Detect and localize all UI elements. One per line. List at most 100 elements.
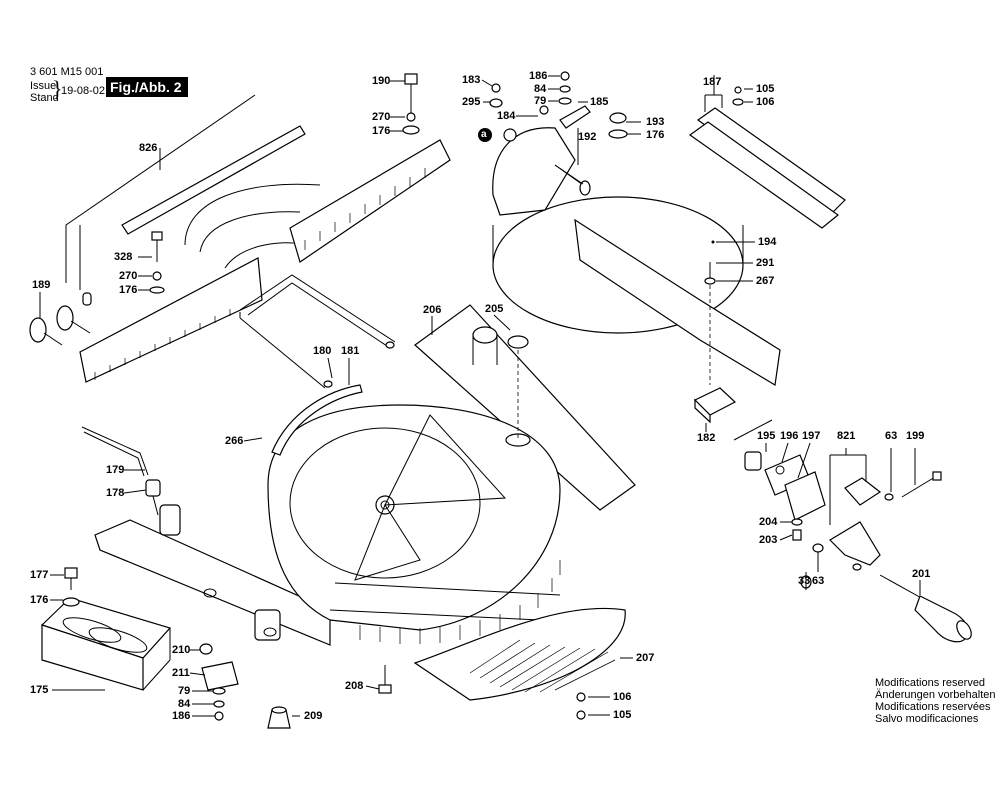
knob-201 [879, 574, 972, 643]
stand-label: Stand [30, 92, 59, 104]
fence-right [289, 139, 451, 263]
label-33: 33 [798, 575, 811, 587]
label-106-top: 106 [756, 96, 775, 108]
label-197: 197 [802, 430, 821, 442]
note-fr: Modifications reservées [875, 701, 991, 713]
label-267: 267 [756, 275, 775, 287]
label-270-upper: 270 [372, 111, 391, 123]
label-176-upper: 176 [372, 125, 391, 137]
nut-209 [267, 706, 291, 729]
label-192: 192 [578, 131, 597, 143]
guard-181 [271, 384, 363, 456]
extension-175 [40, 597, 172, 691]
label-201: 201 [912, 568, 931, 580]
screw-177 [62, 567, 80, 607]
hardware-105-106 [732, 86, 744, 106]
insert-207 [413, 607, 626, 720]
screw-328 [149, 231, 165, 294]
label-211: 211 [172, 667, 190, 679]
knob-189 [29, 292, 92, 346]
hardware-193 [608, 112, 628, 139]
screw-199 [901, 471, 942, 498]
label-79-top: 79 [534, 95, 547, 107]
label-207: 207 [636, 652, 655, 664]
label-328: 328 [114, 251, 133, 263]
label-821: 821 [837, 430, 856, 442]
leader-lines [39, 75, 921, 717]
label-105-top: 105 [756, 83, 775, 95]
hardware-186 [558, 71, 591, 129]
label-195: 195 [757, 430, 776, 442]
label-105-lower: 105 [613, 709, 632, 721]
label-205: 205 [485, 303, 504, 315]
label-186-lower: 186 [172, 710, 191, 722]
figure-label: Fig./Abb. 2 [106, 77, 188, 97]
label-203: 203 [759, 534, 778, 546]
label-181: 181 [341, 345, 360, 357]
label-182: 182 [697, 432, 716, 444]
note-en: Modifications reserved [875, 677, 986, 689]
hardware-210 [199, 643, 239, 721]
label-180: 180 [313, 345, 332, 357]
label-176-left: 176 [119, 284, 138, 296]
label-266: 266 [225, 435, 244, 447]
label-176-lower: 176 [30, 594, 49, 606]
label-a: a [481, 129, 487, 140]
label-210: 210 [172, 644, 191, 656]
label-291: 291 [756, 257, 775, 269]
lock-195 [744, 451, 762, 471]
modification-notes: Modifications reserved Änderungen vorbeh… [875, 677, 995, 725]
label-826: 826 [139, 142, 158, 154]
label-270-left: 270 [119, 270, 138, 282]
issue-date: 19-08-02 [61, 85, 106, 97]
label-179: 179 [106, 464, 125, 476]
slide-rail [688, 94, 846, 229]
label-177: 177 [30, 569, 49, 581]
label-106-lower: 106 [613, 691, 632, 703]
hardware-203-204 [791, 518, 862, 589]
marker-a-dot [478, 128, 492, 142]
hardware-183 [489, 83, 503, 108]
screw-208 [378, 665, 392, 694]
label-204: 204 [759, 516, 778, 528]
label-199: 199 [906, 430, 925, 442]
label-193: 193 [646, 116, 665, 128]
note-es: Salvo modificaciones [875, 713, 979, 725]
label-63-right: 63 [885, 430, 898, 442]
label-185: 185 [590, 96, 609, 108]
label-84-top: 84 [534, 83, 547, 95]
screw-190 [402, 73, 420, 135]
label-84-lower: 84 [178, 698, 191, 710]
label-175: 175 [30, 684, 49, 696]
label-194: 194 [758, 236, 777, 248]
label-176-right: 176 [646, 129, 665, 141]
foot-182 [693, 387, 737, 424]
label-178: 178 [106, 487, 125, 499]
label-196: 196 [780, 430, 799, 442]
issue-label: Issue [30, 80, 57, 92]
main-base [94, 304, 636, 646]
brace-glyph: } [52, 76, 63, 101]
knob-192 [554, 164, 591, 196]
label-186-top: 186 [529, 70, 548, 82]
label-206: 206 [423, 304, 442, 316]
label-79-lower: 79 [178, 685, 191, 697]
label-295: 295 [462, 96, 481, 108]
label-63-lower: 63 [812, 575, 825, 587]
clamp-178 [145, 479, 161, 516]
label-187: 187 [703, 76, 722, 88]
handle-821 [829, 477, 882, 566]
label-190: 190 [372, 75, 391, 87]
lever-197 [784, 471, 826, 521]
turntable [492, 105, 781, 386]
rail-180 [239, 274, 396, 389]
part-number: 3 601 M15 001 [30, 66, 104, 78]
label-209: 209 [304, 710, 323, 722]
label-184: 184 [497, 110, 516, 122]
washer-63 [884, 493, 894, 501]
label-183: 183 [462, 74, 481, 86]
label-189: 189 [32, 279, 51, 291]
fence-left [79, 125, 321, 383]
label-208: 208 [345, 680, 364, 692]
